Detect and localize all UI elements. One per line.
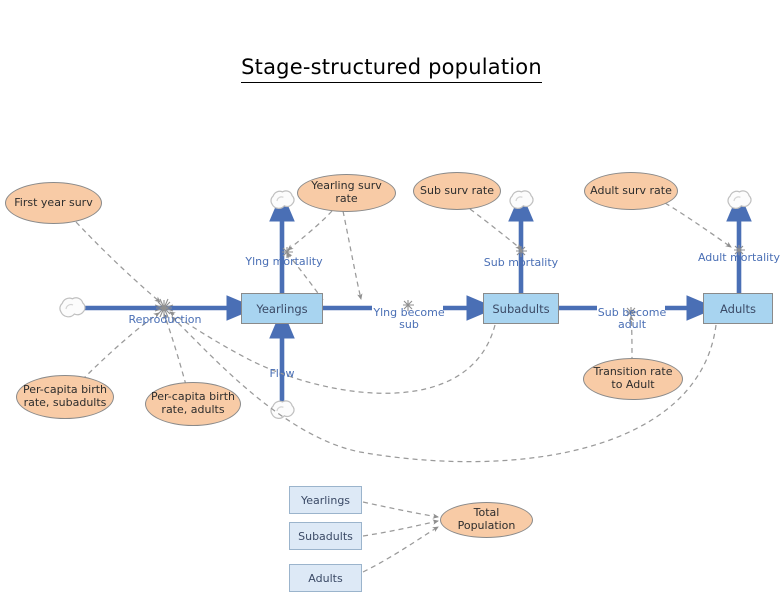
connector-adults-to-reproduction — [171, 316, 717, 463]
flow-label-ylng-mortality: Ylng mortality — [229, 243, 339, 268]
flow-label-ylng-mortality-text: Ylng mortality — [245, 254, 323, 268]
connector-ghost-adults-to-total — [362, 526, 439, 573]
flow-label-reproduction: Reproduction — [110, 301, 220, 326]
flow-label-sub-become-adult: Sub become adult — [587, 294, 677, 332]
cloud-ylng-mortality-sink — [270, 190, 295, 209]
ghost-stock-yearlings[interactable]: Yearlings — [289, 486, 362, 514]
ghost-stock-adults-label: Adults — [308, 571, 343, 585]
influence-connectors — [75, 202, 732, 573]
flow-label-ylng-become-sub: Ylng become sub — [364, 294, 454, 332]
valve-sub-become-adult — [626, 307, 637, 318]
converter-adult-surv-rate-label: Adult surv rate — [590, 183, 672, 197]
converter-yearling-surv-rate[interactable]: Yearling surv rate — [297, 174, 396, 212]
flow-label-flow: Flow — [252, 355, 312, 380]
connector-subadults-to-reproduction — [169, 311, 496, 394]
flow-label-flow-text: Flow — [269, 366, 295, 380]
cloud-adult-mortality-sink — [727, 190, 752, 209]
connector-adult-surv-to-adult-mortality — [664, 202, 732, 248]
connector-yearling-surv-to-ylng-mortality — [287, 210, 333, 251]
valve-adult-mortality — [734, 245, 745, 256]
flow-label-ylng-become-sub-text: Ylng become sub — [373, 305, 445, 332]
cloud-flow-source — [270, 400, 295, 419]
valve-reproduction — [154, 298, 174, 318]
flow-label-reproduction-text: Reproduction — [128, 312, 202, 326]
converter-per-capita-birth-rate-subadults[interactable]: Per-capita birth rate, subadults — [16, 375, 114, 419]
ghost-stock-yearlings-label: Yearlings — [300, 493, 351, 507]
converter-sub-surv-rate[interactable]: Sub surv rate — [413, 172, 501, 210]
converter-per-capita-birth-rate-adults[interactable]: Per-capita birth rate, adults — [145, 382, 241, 426]
converter-total-population[interactable]: Total Population — [440, 502, 533, 538]
ghost-stock-subadults[interactable]: Subadults — [289, 522, 362, 550]
page-title: Stage-structured population — [0, 55, 783, 83]
connector-birth-subadults-to-reproduction — [81, 312, 160, 381]
converter-adult-surv-rate[interactable]: Adult surv rate — [584, 172, 678, 210]
flow-label-adult-mortality: Adult mortality — [684, 239, 783, 264]
converter-transition-rate-to-adult-label: Transition rate to Adult — [593, 365, 673, 391]
converter-yearling-surv-rate-label: Yearling surv rate — [311, 179, 382, 205]
connector-yearlings-to-ylng-mortality — [286, 252, 324, 301]
cloud-reproduction-source — [59, 297, 86, 318]
valve-ylng-mortality — [282, 247, 293, 258]
clouds — [59, 190, 752, 419]
valve-sub-mortality — [516, 246, 527, 257]
connector-yearling-surv-to-ylng-become-sub — [342, 210, 363, 300]
converter-sub-surv-rate-label: Sub surv rate — [419, 183, 494, 197]
flow-label-adult-mortality-text: Adult mortality — [697, 250, 781, 264]
converter-per-capita-birth-rate-adults-label: Per-capita birth rate, adults — [150, 390, 236, 416]
stock-yearlings[interactable]: Yearlings — [241, 293, 323, 324]
flow-label-sub-mortality-text: Sub mortality — [483, 255, 559, 269]
ghost-stock-subadults-label: Subadults — [298, 529, 353, 543]
flow-label-sub-mortality: Sub mortality — [466, 244, 576, 269]
ghost-stock-adults[interactable]: Adults — [289, 564, 362, 592]
page-title-text: Stage-structured population — [241, 55, 542, 83]
converter-total-population-label: Total Population — [457, 506, 516, 532]
stock-adults-label: Adults — [720, 301, 756, 316]
connector-ghost-yearlings-to-total — [362, 501, 439, 519]
connector-sub-surv-to-sub-mortality — [469, 208, 522, 250]
stock-subadults[interactable]: Subadults — [483, 293, 559, 324]
converter-first-year-surv[interactable]: First year surv — [5, 182, 102, 224]
stock-adults[interactable]: Adults — [703, 293, 773, 324]
flow-valves — [154, 245, 745, 318]
converter-per-capita-birth-rate-subadults-label: Per-capita birth rate, subadults — [22, 383, 108, 409]
stock-subadults-label: Subadults — [492, 301, 550, 316]
stock-yearlings-label: Yearlings — [256, 301, 308, 316]
connector-first-year-surv-to-reproduction — [75, 221, 161, 303]
valve-ylng-become-sub — [403, 300, 414, 311]
converter-transition-rate-to-adult[interactable]: Transition rate to Adult — [583, 358, 683, 400]
flow-label-sub-become-adult-text: Sub become adult — [597, 305, 667, 332]
cloud-sub-mortality-sink — [509, 190, 534, 209]
converter-first-year-surv-label: First year surv — [14, 195, 93, 209]
